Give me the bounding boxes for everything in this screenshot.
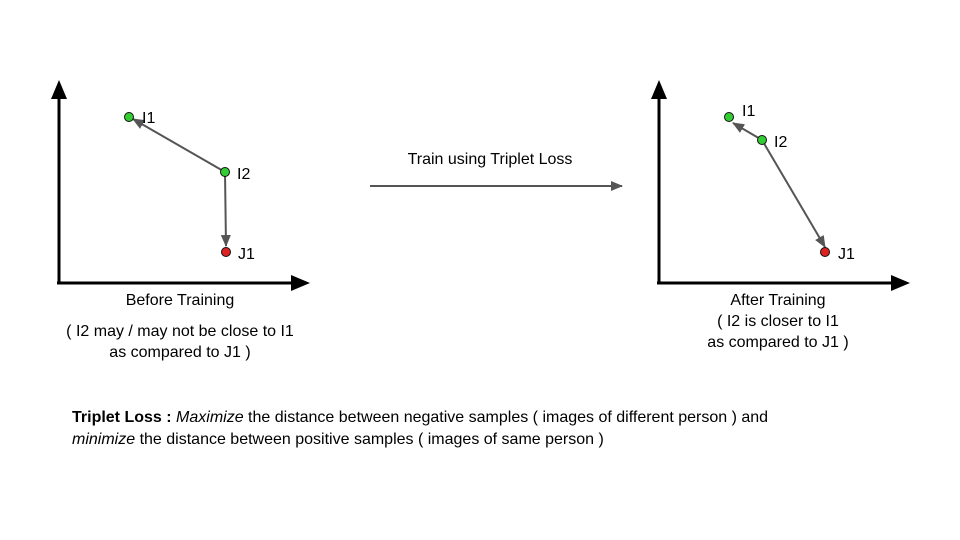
after-axes — [651, 80, 910, 291]
before-label-i2: I2 — [237, 166, 250, 183]
before-caption: Before Training ( I2 may / may not be cl… — [40, 290, 320, 363]
triplet-loss-summary: Triplet Loss : Maximize the distance bet… — [72, 407, 932, 451]
after-note-line1: ( I2 is closer to I1 — [717, 313, 839, 330]
before-title: Before Training — [125, 292, 235, 309]
after-label-i2: I2 — [774, 134, 787, 151]
before-axes — [51, 80, 310, 291]
after-arrow-i2-to-i1 — [732, 122, 763, 141]
before-y-axis-arrowhead — [51, 80, 67, 99]
summary-term: Triplet Loss : — [72, 409, 172, 426]
after-point-i2 — [757, 135, 767, 145]
before-label-j1: J1 — [238, 246, 255, 263]
train-label: Train using Triplet Loss — [407, 151, 573, 168]
summary-line1-rest: the distance between negative samples ( … — [248, 409, 769, 426]
before-point-j1 — [221, 247, 231, 257]
before-point-i1 — [124, 112, 134, 122]
after-y-axis-arrowhead — [651, 80, 667, 99]
summary-line2-rest: the distance between positive samples ( … — [139, 431, 604, 448]
summary-line-1: Triplet Loss : Maximize the distance bet… — [72, 407, 932, 429]
summary-maximize: Maximize — [176, 409, 244, 426]
before-arrow-i2-to-j1 — [220, 171, 231, 247]
summary-minimize: minimize — [72, 431, 136, 448]
before-x-axis-arrowhead — [291, 275, 310, 291]
after-label-j1: J1 — [838, 246, 855, 263]
after-note-line2: as compared to J1 ) — [707, 334, 849, 351]
after-x-axis-arrowhead — [891, 275, 910, 291]
summary-line-2: minimize the distance between positive s… — [72, 429, 932, 451]
after-label-i1: I1 — [742, 103, 755, 120]
before-arrow-i2-to-i1 — [132, 118, 226, 173]
after-point-i1 — [724, 112, 734, 122]
before-note-line1: ( I2 may / may not be close to I1 — [66, 323, 294, 340]
before-label-i1: I1 — [142, 110, 155, 127]
after-title: After Training — [730, 292, 826, 309]
after-caption: After Training ( I2 is closer to I1 as c… — [638, 290, 918, 353]
after-arrow-i2-to-j1 — [761, 139, 826, 248]
before-point-i2 — [220, 167, 230, 177]
after-point-j1 — [820, 247, 830, 257]
before-note-line2: as compared to J1 ) — [109, 344, 251, 361]
